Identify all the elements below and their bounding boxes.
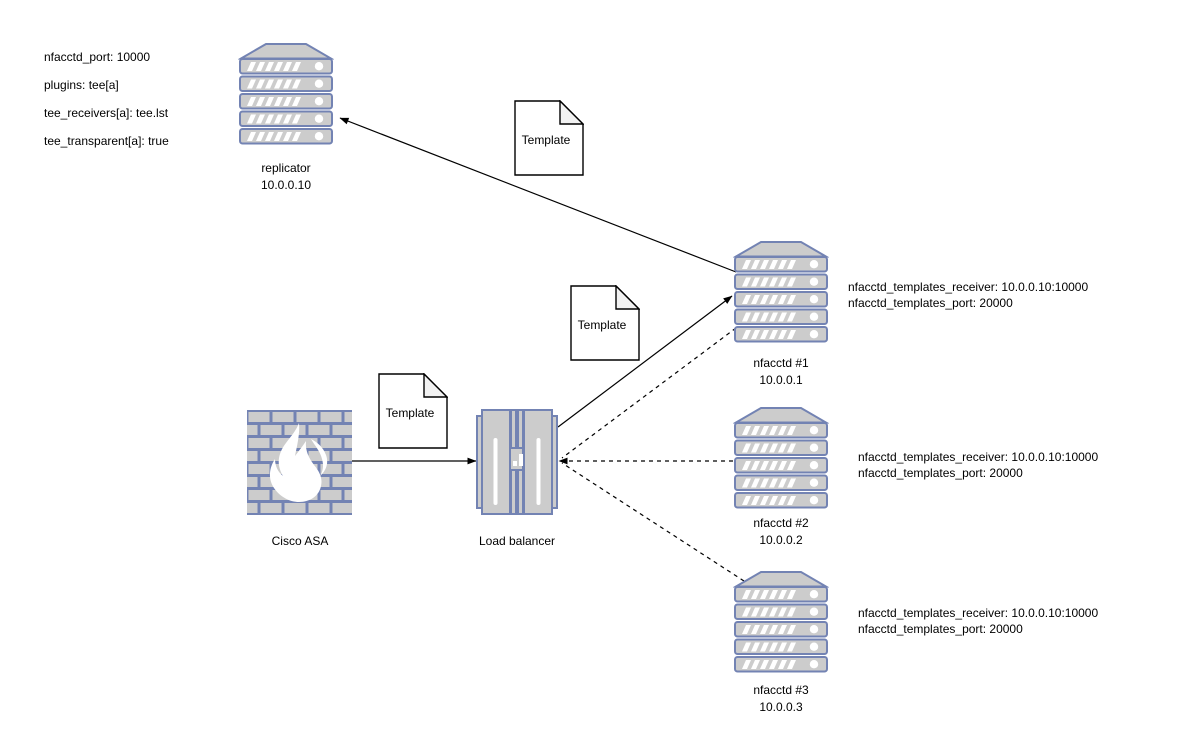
server-icon bbox=[733, 406, 829, 512]
node-ip: 10.0.0.3 bbox=[759, 700, 803, 714]
annotation-nfacctd1: nfacctd_templates_receiver: 10.0.0.10:10… bbox=[848, 279, 1088, 311]
annotation-line: nfacctd_templates_receiver: 10.0.0.10:10… bbox=[858, 606, 1099, 620]
node-name: Cisco ASA bbox=[271, 534, 329, 548]
server-icon bbox=[733, 240, 829, 346]
node-nfacctd1 bbox=[733, 240, 829, 346]
annotation-line: nfacctd_templates_receiver: 10.0.0.10:10… bbox=[858, 450, 1099, 464]
node-ip: 10.0.0.10 bbox=[260, 178, 312, 192]
node-name: nfacctd #2 bbox=[753, 516, 809, 530]
config-line: nfacctd_port: 10000 bbox=[44, 50, 151, 64]
template-doc-replicator: Template bbox=[514, 100, 584, 176]
node-label-nfacctd3: nfacctd #3 10.0.0.3 bbox=[731, 682, 831, 716]
doc-label: Template bbox=[521, 133, 571, 147]
annotation-line: nfacctd_templates_receiver: 10.0.0.10:10… bbox=[848, 280, 1089, 294]
template-doc-asa: Template bbox=[378, 373, 448, 449]
annotation-line: nfacctd_templates_port: 20000 bbox=[848, 296, 1013, 310]
node-label-nfacctd1: nfacctd #1 10.0.0.1 bbox=[731, 355, 831, 389]
node-name: nfacctd #3 bbox=[753, 683, 809, 697]
node-label-cisco-asa: Cisco ASA bbox=[250, 533, 350, 550]
server-icon bbox=[733, 570, 829, 676]
doc-label: Template bbox=[577, 318, 627, 332]
node-nfacctd2 bbox=[733, 406, 829, 512]
node-ip: 10.0.0.1 bbox=[759, 373, 803, 387]
config-line: tee_receivers[a]: tee.lst bbox=[44, 106, 169, 120]
node-name: Load balancer bbox=[478, 534, 556, 548]
server-icon bbox=[238, 42, 334, 148]
load-balancer-icon bbox=[476, 409, 558, 515]
node-name: nfacctd #1 bbox=[753, 356, 809, 370]
config-line: plugins: tee[a] bbox=[44, 78, 119, 92]
node-cisco-asa bbox=[247, 410, 352, 515]
node-nfacctd3 bbox=[733, 570, 829, 676]
annotation-nfacctd2: nfacctd_templates_receiver: 10.0.0.10:10… bbox=[858, 449, 1098, 481]
replicator-config-text: nfacctd_port: 10000 plugins: tee[a] tee_… bbox=[44, 43, 169, 155]
firewall-icon bbox=[247, 410, 352, 515]
annotation-line: nfacctd_templates_port: 20000 bbox=[858, 622, 1023, 636]
edge-dashed-nfacctd3-to-lb bbox=[561, 462, 745, 582]
annotation-nfacctd3: nfacctd_templates_receiver: 10.0.0.10:10… bbox=[858, 605, 1098, 637]
doc-label: Template bbox=[385, 406, 435, 420]
node-label-nfacctd2: nfacctd #2 10.0.0.2 bbox=[731, 515, 831, 549]
config-line: tee_transparent[a]: true bbox=[44, 134, 169, 148]
annotation-line: nfacctd_templates_port: 20000 bbox=[858, 466, 1023, 480]
node-label-load-balancer: Load balancer bbox=[457, 533, 577, 550]
node-label-replicator: replicator 10.0.0.10 bbox=[236, 160, 336, 194]
node-ip: 10.0.0.2 bbox=[759, 533, 803, 547]
template-doc-nfacctd: Template bbox=[570, 285, 640, 361]
node-replicator bbox=[238, 42, 334, 148]
node-load-balancer bbox=[476, 409, 558, 515]
node-name: replicator bbox=[261, 161, 311, 175]
